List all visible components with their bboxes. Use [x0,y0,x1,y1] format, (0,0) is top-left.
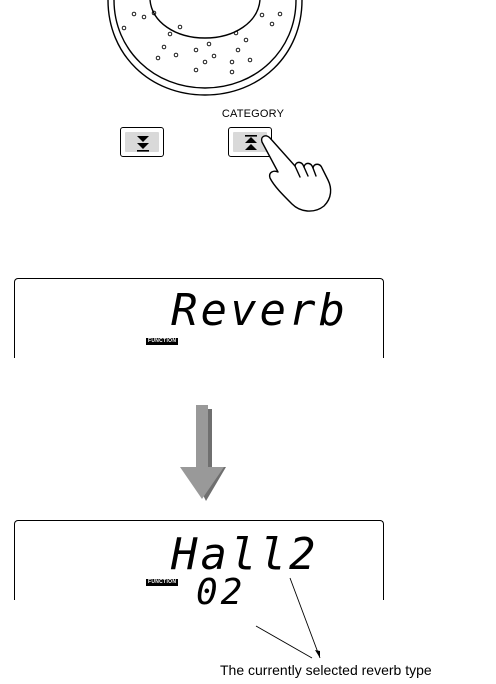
function-badge: FUNCTION [146,338,179,345]
pointing-hand-icon [260,135,332,212]
category-label: CATEGORY [221,108,285,120]
category-down-button[interactable] [120,127,164,157]
double-chevron-down-icon [137,136,149,152]
lcd-display-after: Hall2 FUNCTION 02 [14,520,384,611]
double-chevron-up-icon [245,135,257,150]
display-number: 02 [196,572,246,613]
lcd-display-before: Reverb FUNCTION [14,278,384,358]
data-dial[interactable] [0,0,496,120]
function-badge: FUNCTION [146,579,179,586]
down-arrow-icon [180,405,226,501]
category-up-button[interactable] [228,127,272,157]
display-main-text: Reverb [171,285,348,336]
display-main-text: Hall2 [171,529,319,580]
annotation-caption: The currently selected reverb type [220,662,432,678]
